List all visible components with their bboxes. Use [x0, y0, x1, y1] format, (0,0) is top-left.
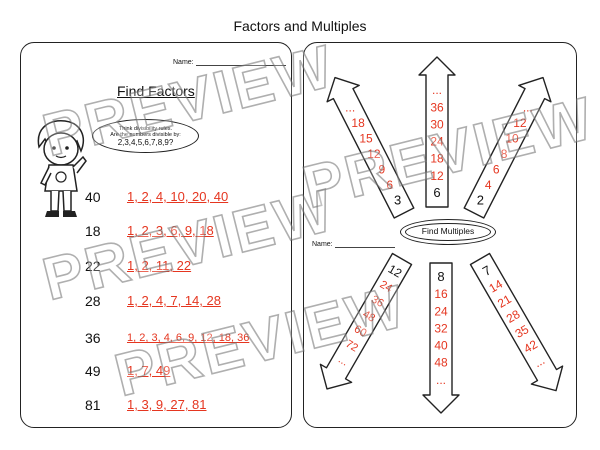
factor-row: 81 1, 3, 9, 27, 81 — [21, 397, 293, 417]
multiple-answer: 6 — [386, 178, 393, 192]
hint-line-1: Think divisibility rules. — [118, 126, 173, 132]
multiple-answer: 36 — [430, 100, 444, 114]
divisibility-hint-bubble: Think divisibility rules. Are the number… — [92, 119, 199, 153]
multiple-answer: 4 — [485, 178, 492, 192]
factor-row: 22 1, 2, 11, 22 — [21, 258, 293, 278]
multiple-base-number: 8 — [437, 269, 444, 284]
multiple-answer: 18 — [430, 152, 444, 166]
child-clipart — [31, 117, 91, 227]
factor-number: 22 — [85, 258, 101, 274]
factor-number: 81 — [85, 397, 101, 413]
factor-row: 28 1, 2, 4, 7, 14, 28 — [21, 293, 293, 313]
multiple-base-number: 3 — [394, 193, 401, 208]
hint-line-3: 2,3,4,5,6,7,8,9? — [117, 138, 174, 147]
multiple-answer: 14 — [486, 277, 505, 296]
multiples-arrows: 369121518...61218243036...24681012...122… — [319, 56, 564, 414]
name-label: Name: — [173, 59, 194, 66]
multiple-answer: 72 — [343, 338, 360, 355]
multiple-base-number: 6 — [433, 185, 440, 200]
multiple-answer: 60 — [352, 323, 369, 340]
hint-line-2: Are the numbers divisible by: — [110, 132, 181, 138]
multiple-answer: 32 — [434, 321, 448, 335]
name-field[interactable]: Name: — [173, 59, 286, 66]
multiple-base-number: 2 — [477, 193, 484, 208]
find-factors-card: Name: Find Factors Think divisibility — [20, 42, 292, 428]
multiple-answer: 28 — [504, 307, 523, 326]
multiple-answer: 40 — [434, 339, 448, 353]
continuation-dots: ... — [523, 100, 533, 114]
multiple-answer: 12 — [513, 116, 527, 130]
factor-number: 49 — [85, 363, 101, 379]
factor-number: 36 — [85, 330, 101, 346]
multiple-answer: 24 — [378, 279, 395, 296]
factor-answer: 1, 2, 4, 7, 14, 28 — [127, 293, 221, 308]
factor-row: 18 1, 2, 3, 6, 9, 18 — [21, 223, 293, 243]
multiple-answer: 36 — [369, 293, 386, 310]
multiple-answer: 48 — [360, 308, 377, 325]
factor-number: 18 — [85, 223, 101, 239]
multiple-answer: 12 — [430, 169, 444, 183]
page-title: Factors and Multiples — [233, 18, 367, 34]
find-multiples-oval: Find Multiples — [400, 219, 496, 245]
multiples-arrow — [422, 262, 460, 414]
find-factors-heading: Find Factors — [117, 83, 195, 99]
multiple-answer: 12 — [367, 147, 381, 161]
multiples-arrow — [326, 76, 415, 219]
multiple-answer: 18 — [351, 116, 365, 130]
multiples-arrow — [463, 76, 552, 219]
multiple-answer: 24 — [430, 135, 444, 149]
multiple-answer: 21 — [495, 292, 514, 311]
multiples-arrow — [319, 252, 413, 390]
multiple-answer: 42 — [521, 337, 540, 356]
find-multiples-heading: Find Multiples — [421, 226, 475, 236]
multiple-answer: 30 — [430, 117, 444, 131]
factor-answer: 1, 2, 3, 6, 9, 18 — [127, 223, 214, 238]
multiple-answer: 10 — [505, 131, 519, 145]
multiples-arrow — [469, 252, 564, 392]
factor-answer: 1, 3, 9, 27, 81 — [127, 397, 207, 412]
name-line — [334, 247, 395, 248]
multiples-arrow — [418, 56, 456, 208]
factor-number: 40 — [85, 189, 101, 205]
multiple-answer: 9 — [378, 162, 385, 176]
factor-answer: 1, 2, 4, 10, 20, 40 — [127, 189, 229, 204]
factor-answer: 1, 2, 3, 4, 6, 9, 12, 18, 36 — [127, 332, 250, 344]
multiple-answer: 6 — [493, 162, 500, 176]
factor-row: 36 1, 2, 3, 4, 6, 9, 12, 18, 36 — [21, 330, 293, 350]
name-label: Name: — [312, 241, 333, 248]
factor-answer: 1, 7, 49 — [127, 363, 171, 378]
factor-row: 49 1, 7, 49 — [21, 363, 293, 383]
continuation-dots: ... — [436, 373, 446, 387]
continuation-dots: ... — [345, 100, 355, 114]
name-line — [195, 65, 286, 66]
factor-number: 28 — [85, 293, 101, 309]
factor-answer: 1, 2, 11, 22 — [127, 258, 192, 273]
multiple-answer: 8 — [501, 147, 508, 161]
factor-row: 40 1, 2, 4, 10, 20, 40 — [21, 189, 293, 209]
multiple-answer: 15 — [359, 131, 373, 145]
multiple-answer: 48 — [434, 356, 448, 370]
multiple-answer: 24 — [434, 304, 448, 318]
multiple-answer: 16 — [434, 287, 448, 301]
name-field[interactable]: Name: — [312, 241, 395, 248]
multiple-answer: 35 — [513, 322, 532, 341]
continuation-dots: ... — [432, 83, 442, 97]
multiple-base-number: 12 — [386, 262, 405, 281]
